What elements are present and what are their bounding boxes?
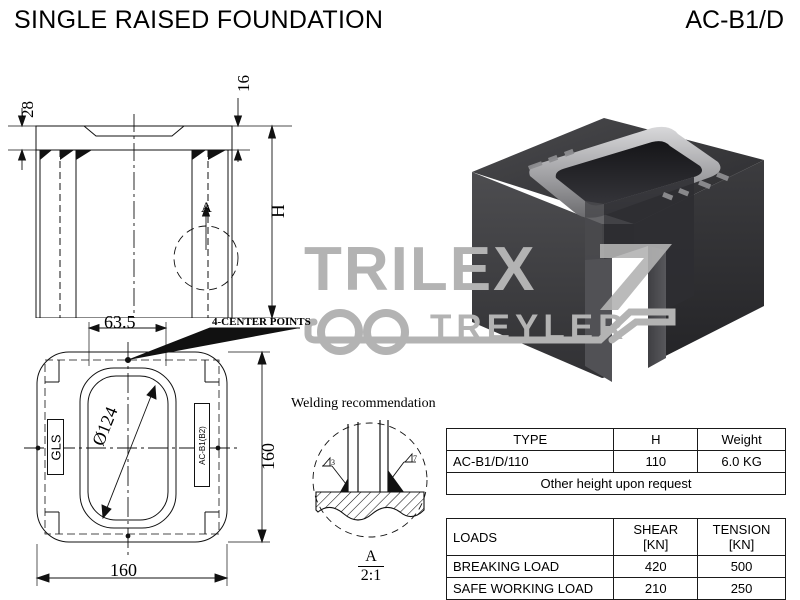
loads-safe-label: SAFE WORKING LOAD <box>445 577 615 600</box>
label-gls: GLS <box>47 419 64 475</box>
scale-divider <box>358 566 384 567</box>
dim-plan-width-160: 160 <box>110 560 137 580</box>
table-row: BREAKING LOAD 420 500 <box>445 555 786 578</box>
loads-safe-tension: 250 <box>697 577 786 600</box>
render-svg <box>472 118 764 382</box>
label-gls-text: GLS <box>48 433 64 461</box>
loads-breaking-tension: 500 <box>697 555 786 578</box>
page-title: SINGLE RAISED FOUNDATION <box>14 6 384 34</box>
loads-breaking-shear: 420 <box>613 555 699 578</box>
welding-detail-label: A <box>365 548 377 565</box>
product-3d-render <box>452 100 792 400</box>
welding-detail-title: Welding recommendation <box>291 396 436 411</box>
loads-header-loads: LOADS <box>445 518 615 556</box>
table-row: AC-B1/D/110 110 6.0 KG <box>445 450 786 473</box>
weld-symbol-right-value: 7 <box>413 454 417 463</box>
weld-symbol-left-value: 3 <box>331 458 335 467</box>
plan-view-svg <box>24 322 300 586</box>
type-value-weight: 6.0 KG <box>697 450 786 473</box>
detail-callout-A: A <box>201 200 212 216</box>
dim-plan-depth-160: 160 <box>258 443 278 470</box>
type-specification-table: TYPE H Weight AC-B1/D/110 110 6.0 KG Oth… <box>445 428 786 495</box>
welding-detail-scale-block: A 2:1 <box>353 548 389 584</box>
front-view-svg <box>8 98 292 318</box>
welding-detail-scale: 2:1 <box>360 567 382 584</box>
label-ac-b1-b2: AC-B1(B2) <box>194 403 210 487</box>
label-ac-b1-b2-text: AC-B1(B2) <box>197 425 207 465</box>
loads-breaking-label: BREAKING LOAD <box>445 555 615 578</box>
type-header-weight: Weight <box>697 428 786 451</box>
type-value-h: 110 <box>613 450 699 473</box>
loads-header-shear: SHEAR [KN] <box>613 518 699 556</box>
part-code: AC-B1/D <box>685 6 784 34</box>
type-header-type: TYPE <box>445 428 615 451</box>
dim-center-offset-63-5: 63.5 <box>104 312 136 332</box>
type-header-h: H <box>613 428 699 451</box>
note-4-center-points: 4-CENTER POINTS <box>212 316 311 328</box>
dim-top-16: 16 <box>234 75 253 92</box>
type-value-name: AC-B1/D/110 <box>445 450 615 473</box>
loads-header-tension: TENSION [KN] <box>697 518 786 556</box>
welding-detail-svg: 3 7 <box>312 420 428 538</box>
loads-safe-shear: 210 <box>613 577 699 600</box>
table-row: SAFE WORKING LOAD 210 250 <box>445 577 786 600</box>
dim-height-H: H <box>268 204 289 218</box>
type-table-footer: Other height upon request <box>446 472 786 495</box>
table-header-row: TYPE H Weight <box>445 428 786 451</box>
table-footer-row: Other height upon request <box>446 472 786 495</box>
dim-thickness-28: 28 <box>18 101 37 118</box>
table-header-row: LOADS SHEAR [KN] TENSION [KN] <box>445 518 786 556</box>
loads-specification-table: LOADS SHEAR [KN] TENSION [KN] BREAKING L… <box>445 518 786 600</box>
